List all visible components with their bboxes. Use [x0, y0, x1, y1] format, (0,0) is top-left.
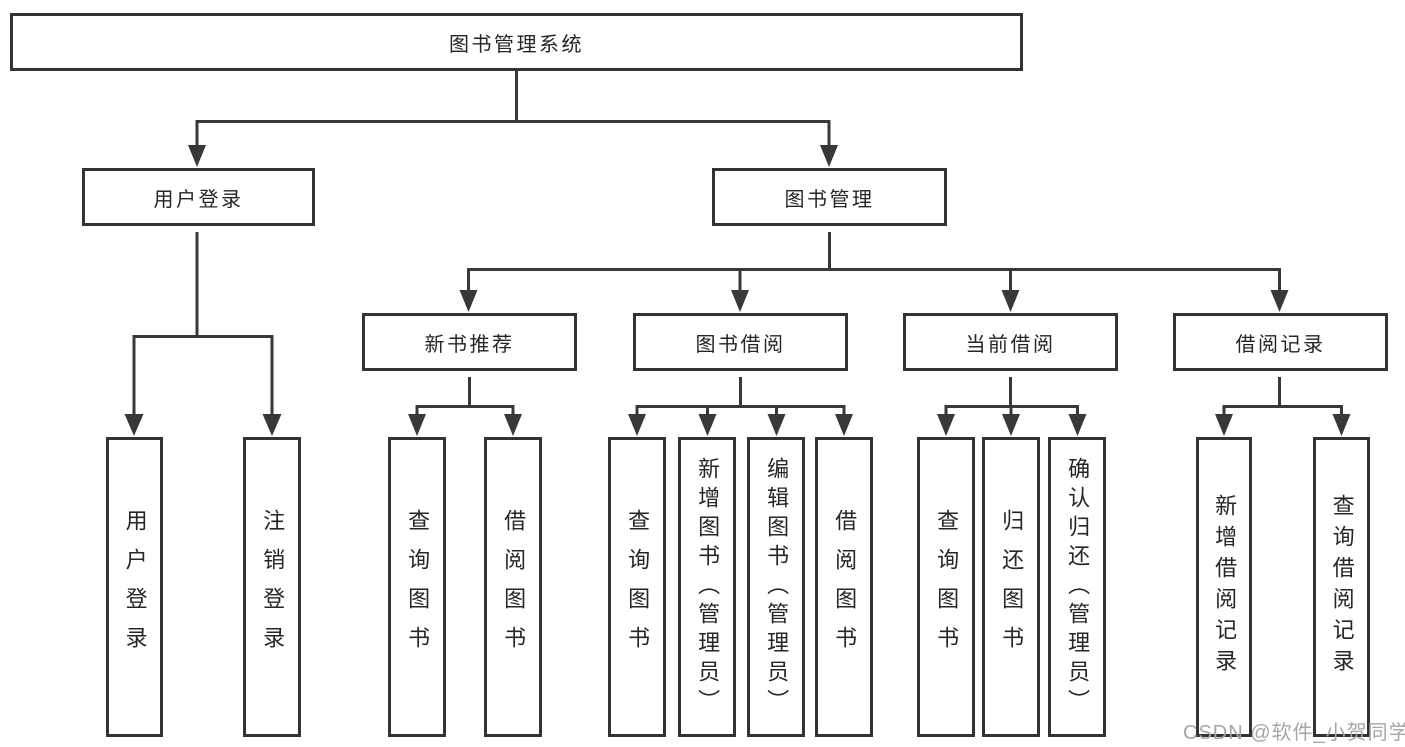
leaf-borrow-books-borrowing: 借阅图书	[815, 437, 873, 737]
leaf-label: 注销登录	[260, 509, 286, 665]
node-label: 用户登录	[153, 188, 244, 211]
leaf-label: 新增借阅记录	[1212, 494, 1238, 680]
node-library-system: 图书管理系统	[10, 13, 1023, 71]
leaf-label: 借阅图书	[832, 509, 858, 665]
arrowhead	[459, 290, 478, 312]
node-label: 图书借阅	[695, 333, 786, 356]
arrowhead	[767, 414, 786, 436]
arrowhead	[937, 414, 955, 436]
node-label: 借阅记录	[1235, 333, 1326, 356]
arrowhead	[1332, 414, 1351, 436]
leaf-label: 查询图书	[405, 509, 431, 665]
leaf-label: 借阅图书	[501, 509, 527, 665]
leaf-query-books-borrowing: 查询图书	[608, 437, 666, 737]
leaf-add-borrow-record: 新增借阅记录	[1196, 437, 1252, 737]
leaf-label: 确认归还（管理员）	[1065, 456, 1091, 718]
leaf-return-books: 归还图书	[982, 437, 1040, 737]
node-current-borrowing: 当前借阅	[903, 313, 1118, 371]
node-book-management: 图书管理	[712, 168, 947, 226]
leaf-label: 新增图书（管理员）	[695, 456, 721, 718]
arrowhead	[628, 414, 646, 436]
node-book-borrowing: 图书借阅	[633, 313, 848, 371]
leaf-query-books-recommend: 查询图书	[388, 437, 446, 737]
arrowhead	[820, 145, 838, 167]
node-label: 新书推荐	[424, 333, 515, 356]
arrowhead	[1068, 414, 1087, 436]
leaf-label: 查询借阅记录	[1329, 494, 1355, 680]
arrowhead	[1215, 414, 1233, 436]
arrowhead	[1002, 414, 1020, 436]
leaf-label: 归还图书	[999, 509, 1025, 665]
leaf-label: 编辑图书（管理员）	[764, 456, 790, 718]
leaf-label: 查询图书	[934, 509, 960, 665]
leaf-query-borrow-record: 查询借阅记录	[1313, 437, 1370, 737]
arrowhead	[1001, 290, 1020, 312]
node-label: 图书管理	[784, 188, 875, 211]
arrowhead	[1270, 290, 1289, 312]
leaf-edit-book-admin: 编辑图书（管理员）	[747, 437, 805, 737]
arrowhead	[188, 145, 206, 167]
arrowhead	[262, 414, 282, 436]
leaf-label: 用户登录	[122, 509, 148, 665]
arrowhead	[408, 414, 426, 436]
leaf-label: 查询图书	[625, 509, 651, 665]
node-borrowing-records: 借阅记录	[1173, 313, 1388, 371]
leaf-borrow-books-recommend: 借阅图书	[484, 437, 542, 737]
watermark: CSDN @软件_小贺同学	[1183, 722, 1405, 744]
leaf-query-books-current: 查询图书	[917, 437, 975, 737]
arrowhead	[835, 414, 853, 436]
node-label: 图书管理系统	[449, 33, 584, 56]
arrowhead	[731, 290, 749, 312]
node-label: 当前借阅	[965, 333, 1056, 356]
arrowhead	[504, 414, 522, 436]
node-user-login: 用户登录	[82, 168, 315, 226]
leaf-user-login: 用户登录	[106, 437, 163, 737]
arrowhead	[698, 414, 717, 436]
leaf-confirm-return-admin: 确认归还（管理员）	[1048, 437, 1106, 737]
leaf-add-book-admin: 新增图书（管理员）	[678, 437, 736, 737]
arrowhead	[124, 414, 144, 436]
leaf-logout: 注销登录	[243, 437, 301, 737]
node-new-book-recommend: 新书推荐	[362, 313, 577, 371]
